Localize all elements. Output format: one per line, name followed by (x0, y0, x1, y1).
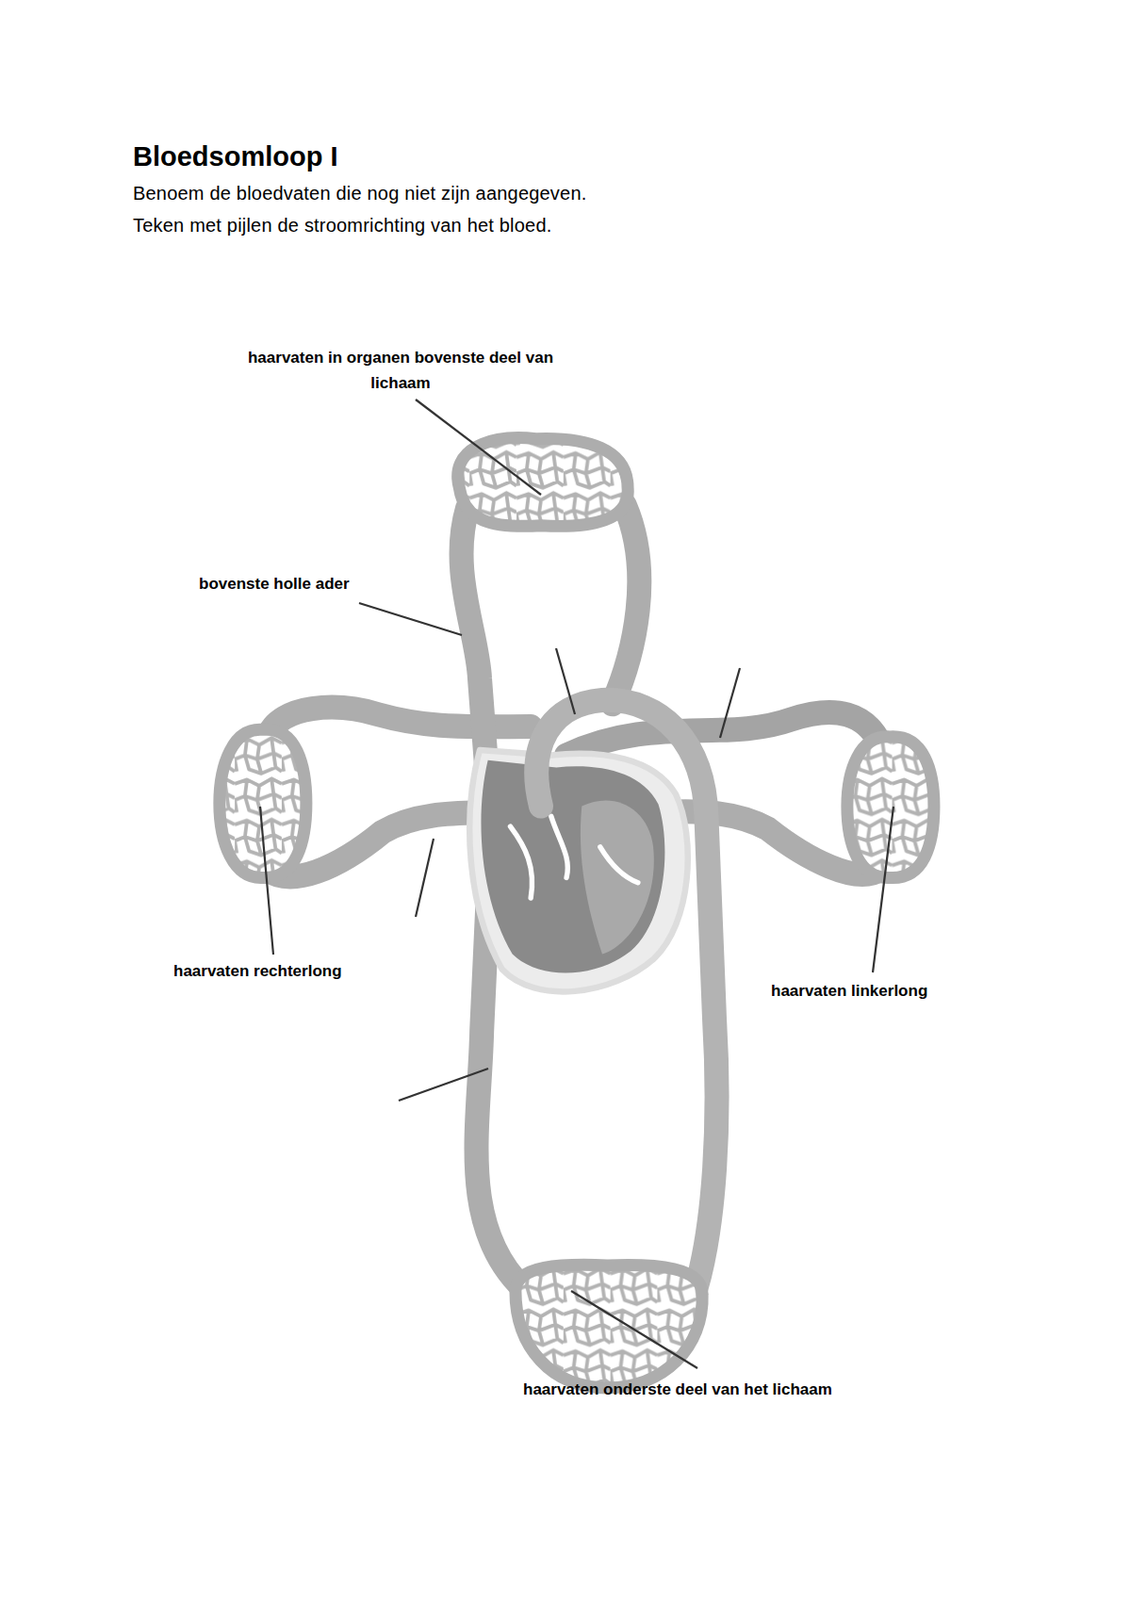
pericardium (469, 750, 689, 992)
capillary-network (219, 729, 307, 878)
blank-leader-line (415, 838, 434, 918)
blank-leader-line (556, 648, 575, 715)
part-label: haarvaten linkerlong (770, 978, 928, 1004)
blank-leader-line (720, 668, 740, 738)
part-label: haarvaten in organen bovenste deel van l… (230, 344, 571, 396)
blank-leader-line (398, 1068, 489, 1101)
worksheet-title: Bloedsomloop I (132, 141, 339, 173)
leader-line (571, 1291, 698, 1369)
vessel (612, 505, 640, 705)
leader-line (359, 603, 462, 636)
part-label: haarvaten rechterlong (173, 958, 343, 984)
leader-line (260, 806, 274, 955)
capillary-network (847, 737, 935, 879)
pulmonary-vessel (566, 712, 880, 755)
capillary-network (515, 1264, 703, 1389)
heart-valve (510, 816, 639, 899)
vessel (461, 508, 489, 787)
aorta (536, 700, 717, 1289)
instruction-text: Benoem de bloedvaten die nog niet zijn a… (132, 182, 587, 205)
part-label: haarvaten onderste deel van het lichaam (523, 1376, 833, 1403)
leader-line (872, 806, 894, 973)
heart-chamber (580, 800, 655, 954)
part-label: bovenste holle ader (198, 571, 350, 597)
leader-line (415, 399, 541, 495)
heart (480, 760, 665, 974)
instruction-text: Teken met pijlen de stroomrichting van h… (132, 214, 553, 237)
